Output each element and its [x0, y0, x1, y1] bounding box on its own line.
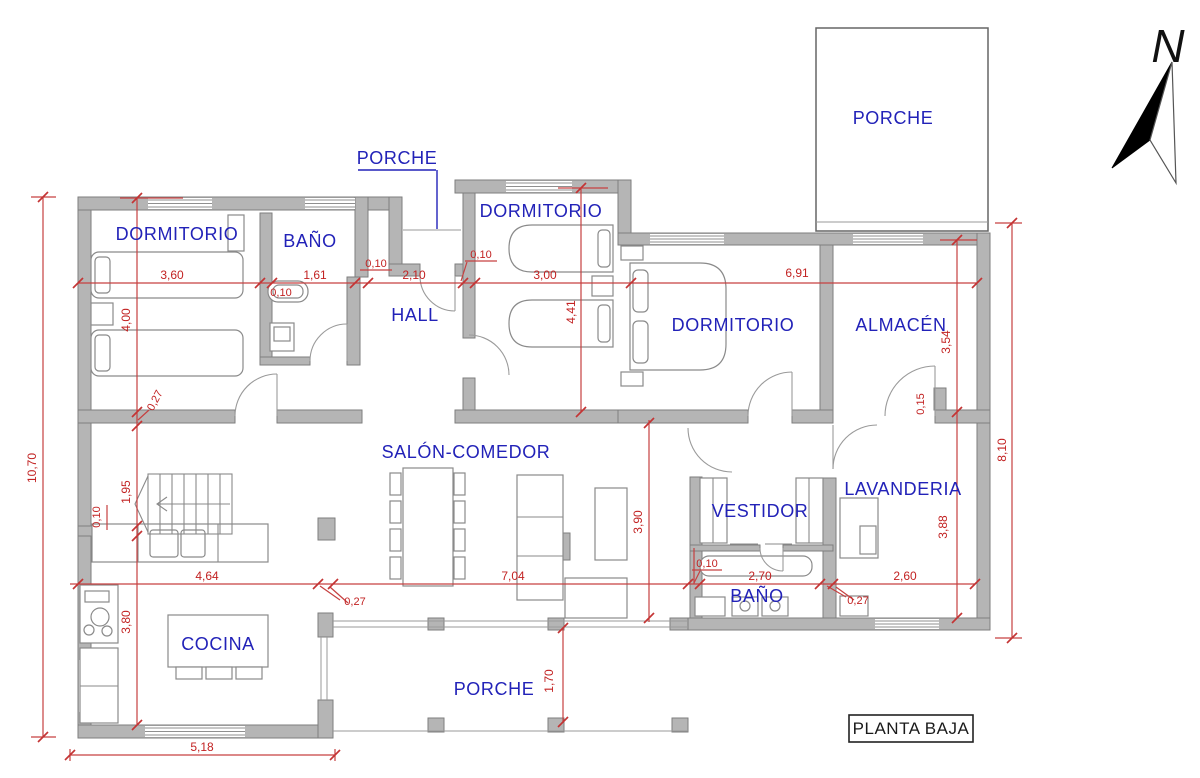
porch-glazing	[320, 229, 688, 732]
dim-1-95: 1,95	[119, 480, 133, 504]
north-arrow-light-blade	[1149, 61, 1177, 186]
dim-8-10: 8,10	[995, 438, 1009, 462]
dim-5-18: 5,18	[190, 740, 214, 754]
room-label-dormitorio-n: DORMITORIO	[480, 201, 603, 221]
furniture	[79, 214, 879, 724]
dim-0-10-a: 0,10	[365, 258, 386, 270]
dim-4-64: 4,64	[195, 569, 219, 583]
room-label-bano-n: BAÑO	[283, 230, 336, 251]
room-label-salon-comedor: SALÓN-COMEDOR	[382, 441, 551, 462]
dimension-labels: 3,60 1,61 0,10 0,10 2,10 0,10 3,00 6,91 …	[25, 249, 1009, 754]
doors	[234, 275, 936, 572]
room-label-hall: HALL	[391, 305, 438, 325]
dim-0-15: 0,15	[915, 393, 927, 414]
title-box-frame	[848, 714, 974, 743]
room-label-cocina: COCINA	[181, 634, 255, 654]
title-box: PLANTA BAJA	[848, 714, 974, 743]
dim-3-90: 3,90	[631, 510, 645, 534]
room-label-porche-s: PORCHE	[454, 679, 535, 699]
room-label-dormitorio-e: DORMITORIO	[672, 315, 795, 335]
room-label-porche-ne: PORCHE	[853, 108, 934, 128]
north-arrow-icon: N	[1111, 20, 1185, 186]
dim-2-60: 2,60	[893, 569, 917, 583]
dim-0-10-d: 0,10	[91, 506, 103, 527]
dim-4-41: 4,41	[564, 300, 578, 324]
dim-0-27-b: 0,27	[344, 596, 365, 608]
room-labels: DORMITORIO BAÑO PORCHE DORMITORIO HALL D…	[116, 108, 961, 699]
dim-1-61: 1,61	[303, 268, 327, 282]
dim-3-00: 3,00	[533, 268, 557, 282]
dim-0-27-c: 0,27	[847, 595, 868, 607]
dim-3-80: 3,80	[119, 610, 133, 634]
room-label-bano-s: BAÑO	[730, 585, 783, 606]
dim-0-10-c: 0,10	[470, 249, 491, 261]
room-label-vestidor: VESTIDOR	[712, 501, 809, 521]
dim-2-70: 2,70	[748, 569, 772, 583]
plan-title: PLANTA BAJA	[853, 719, 970, 738]
room-label-almacen: ALMACÉN	[855, 315, 946, 335]
dim-2-10: 2,10	[402, 268, 426, 282]
room-label-dormitorio-nw: DORMITORIO	[116, 224, 239, 244]
porche-ne-outline	[815, 27, 989, 232]
dim-4-00: 4,00	[119, 308, 133, 332]
dim-6-91: 6,91	[785, 266, 809, 280]
dim-3-60: 3,60	[160, 268, 184, 282]
room-label-lavanderia: LAVANDERIA	[844, 479, 961, 499]
room-label-porche-entry: PORCHE	[357, 148, 438, 168]
dimension-lines	[31, 187, 1022, 761]
dim-7-04: 7,04	[501, 569, 525, 583]
dim-0-27-a: 0,27	[145, 388, 166, 413]
dim-3-88: 3,88	[936, 515, 950, 539]
dim-10-70: 10,70	[25, 453, 39, 483]
dim-1-70: 1,70	[542, 669, 556, 693]
north-arrow-label: N	[1151, 20, 1185, 72]
dim-3-54: 3,54	[939, 330, 953, 354]
dim-0-10-b: 0,10	[270, 287, 291, 299]
dim-0-10-e: 0,10	[696, 558, 717, 570]
dimension-ticks	[37, 182, 1018, 761]
